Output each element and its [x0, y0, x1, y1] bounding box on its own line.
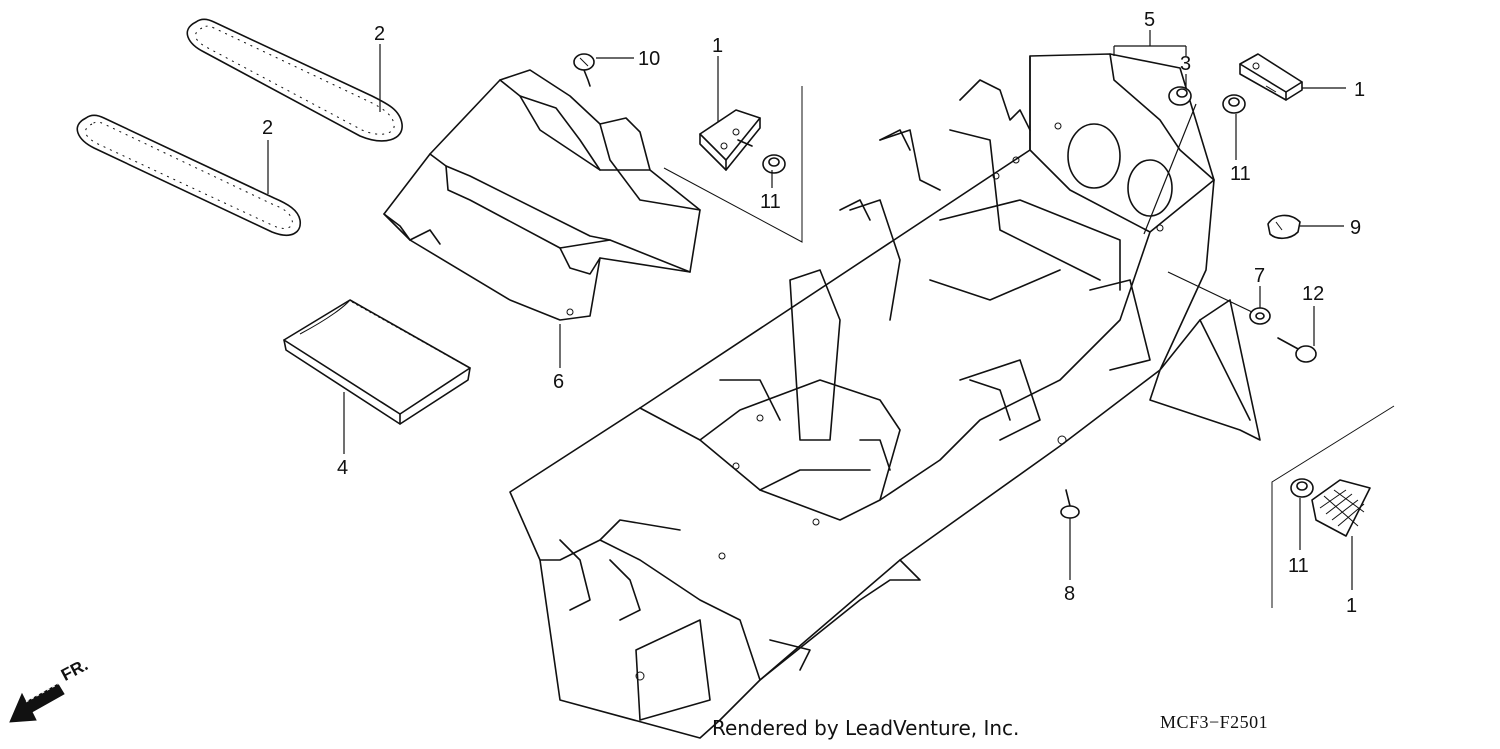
- callout-9: 9: [1350, 217, 1361, 239]
- screw-part-8[interactable]: [1060, 489, 1080, 519]
- arrow-down-left-icon: [9, 682, 65, 723]
- pad-part-4[interactable]: [283, 299, 471, 425]
- callout-2-lower: 2: [262, 117, 273, 139]
- render-credit: Rendered by LeadVenture, Inc.: [712, 716, 1020, 740]
- seal-part-2-lower[interactable]: [76, 114, 301, 236]
- callout-12: 12: [1302, 283, 1324, 305]
- callout-7: 7: [1254, 265, 1265, 287]
- block-part-1-right[interactable]: [1239, 53, 1303, 101]
- nut-part-11-right[interactable]: [1222, 94, 1246, 114]
- callout-4: 4: [337, 457, 348, 479]
- washer-part-7[interactable]: [1249, 307, 1271, 325]
- callout-10: 10: [638, 48, 660, 70]
- diagram-code: MCF3−F2501: [1160, 712, 1269, 732]
- callout-1-center: 1: [712, 35, 723, 57]
- kit-bracket-center: [663, 86, 803, 243]
- callout-8: 8: [1064, 583, 1075, 605]
- callout-1-right: 1: [1354, 79, 1365, 101]
- tray-part-6[interactable]: [383, 69, 701, 321]
- nut-part-11-lower[interactable]: [1290, 478, 1314, 498]
- callout-11-center: 11: [760, 191, 781, 213]
- callout-11-right: 11: [1230, 163, 1251, 185]
- undertray-part-5[interactable]: [509, 53, 1261, 739]
- callout-3: 3: [1180, 53, 1191, 75]
- callout-2-upper: 2: [374, 23, 385, 45]
- callout-11-lower: 11: [1288, 555, 1309, 577]
- callout-1-lower: 1: [1346, 595, 1357, 617]
- callouts: 2 2 4 6 10 1 11 5 3 11 1 9 7 12 8 11 1: [262, 9, 1365, 617]
- reflector-part-1-lower[interactable]: [1311, 479, 1371, 537]
- bolt-part-12[interactable]: [1277, 337, 1317, 363]
- kit-bracket-lower: [1271, 405, 1395, 608]
- clip-part-9[interactable]: [1267, 214, 1301, 240]
- grommet-part-3[interactable]: [1168, 86, 1192, 106]
- callout-6: 6: [553, 371, 564, 393]
- screw-part-10[interactable]: [573, 53, 595, 87]
- callout-5: 5: [1144, 9, 1155, 31]
- nut-part-11-center[interactable]: [762, 154, 786, 174]
- leader-lines: [267, 30, 1353, 590]
- block-part-1-center[interactable]: [699, 109, 761, 171]
- seal-part-2-upper[interactable]: [186, 18, 403, 142]
